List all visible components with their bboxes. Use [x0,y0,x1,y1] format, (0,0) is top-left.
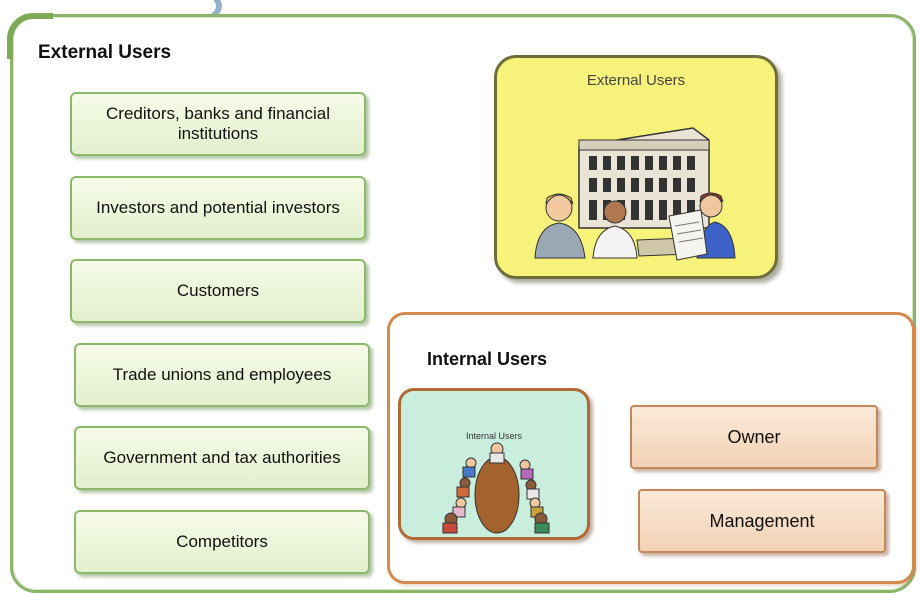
external-users-heading: External Users [38,42,172,63]
external-users-illustration: External Users [494,55,778,279]
external-user-box-customers: Customers [70,259,366,323]
external-user-box-government: Government and tax authorities [74,426,370,490]
external-user-box-trade-unions: Trade unions and employees [74,343,370,407]
meeting-table-icon [442,442,550,534]
external-users-illustration-title: External Users [586,72,686,89]
external-user-box-investors: Investors and potential investors [70,176,366,240]
bank-building-and-people-icon [534,127,736,261]
internal-users-illustration: Internal Users [398,388,590,540]
internal-user-box-owner: Owner [630,405,878,469]
internal-users-illustration-title: Internal Users [465,431,523,441]
internal-user-box-management: Management [638,489,886,553]
external-user-box-creditors: Creditors, banks and financial instituti… [70,92,366,156]
external-user-box-competitors: Competitors [74,510,370,574]
internal-users-heading: Internal Users [427,349,548,369]
